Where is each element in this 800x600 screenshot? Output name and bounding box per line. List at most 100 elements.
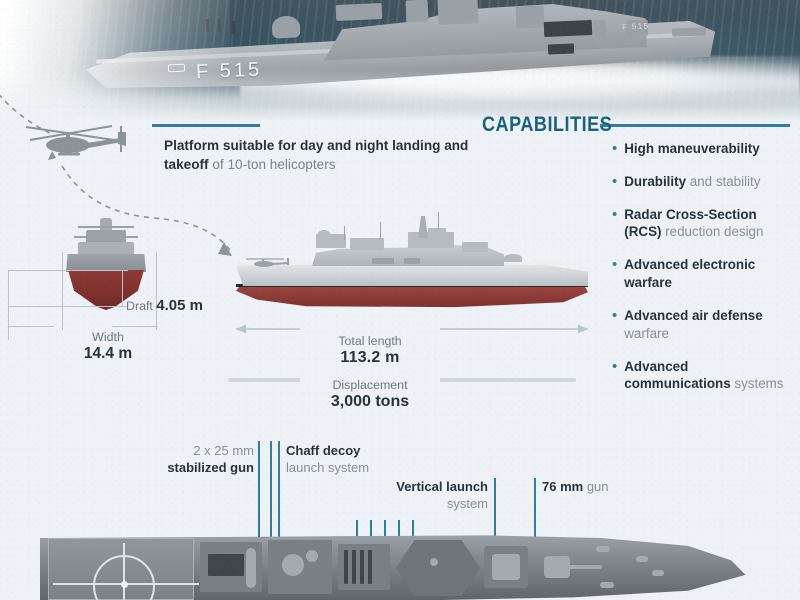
width-right-extension: [62, 252, 64, 330]
side-window-panel-b: [404, 258, 420, 264]
bullet-icon: •: [612, 205, 618, 223]
bullet-icon: •: [612, 172, 618, 190]
capability-rest-2: reduction design: [661, 224, 764, 240]
leader-line-0a: [258, 441, 260, 554]
callout-76mm-gun: 76 mm gun: [542, 478, 652, 495]
platform-note-bold: Platform suitable for day and night land…: [164, 138, 469, 173]
total-length-label-mask: [300, 322, 440, 336]
deck-bow-fitting-a: [636, 556, 648, 562]
hero-photo-frigate-at-sea: F 515 F 515: [0, 0, 800, 120]
bullet-icon: •: [612, 306, 618, 324]
capability-bold-3: Advanced electronic warfare: [624, 257, 756, 291]
side-radar-dome: [318, 230, 330, 238]
side-deckhouse-a: [350, 238, 384, 250]
leader-line-1: [278, 441, 280, 543]
photo-mast-block: [593, 19, 607, 47]
pad-touchdown-circle: [93, 555, 155, 600]
capability-bold-4: Advanced air defense: [624, 307, 763, 323]
side-bridge-top: [428, 228, 446, 236]
draft-label: Draft 4.05 m: [126, 297, 203, 314]
deck-bow-fitting-d: [596, 546, 610, 552]
capabilities-title: CAPABILITIES: [482, 113, 613, 136]
vls-cell-a: [344, 550, 348, 584]
capabilities-heading-rule: [600, 124, 790, 127]
vls-cell-b: [352, 550, 356, 584]
capability-rest-4: warfare: [624, 325, 669, 341]
capability-item-1: • Durability and stability: [612, 173, 790, 191]
deck-bow-fitting-b: [652, 570, 664, 576]
ship-side-profile: [232, 212, 592, 320]
draft-label-text: Draft: [126, 299, 157, 313]
draft-vertical-tick: [122, 270, 124, 307]
deck-bridge-superstructure: [396, 540, 480, 596]
displacement-label-text: Displacement: [332, 378, 408, 392]
capability-bold-2: Radar Cross-Section (RCS): [624, 206, 757, 240]
vls-cell-d: [368, 550, 372, 584]
draft-bottom-guide: [8, 306, 128, 308]
capability-text-3: Advanced electronic warfare: [624, 256, 790, 292]
width-value: 14.4 m: [83, 345, 133, 362]
hull-number-small: F 515: [621, 21, 650, 32]
side-hull-upper: [236, 264, 588, 286]
capability-item-5: • Advanced communications systems: [612, 358, 790, 394]
ship-front-view: [52, 218, 160, 316]
callout-2-line2: system: [446, 496, 488, 512]
width-far-extension: [156, 252, 158, 330]
helicopter-trajectory-path: [0, 94, 232, 256]
deck-plan-top-view: [40, 534, 760, 600]
photo-window-lower: [547, 43, 575, 55]
side-antenna-a: [380, 222, 382, 240]
capability-text-2: Radar Cross-Section (RCS) reduction desi…: [624, 206, 790, 242]
callout-0-line1: 2 x 25 mm: [193, 443, 254, 458]
width-left-extension: [8, 270, 10, 340]
leader-line-0b: [270, 441, 272, 569]
photo-bridge-window: [543, 20, 593, 37]
photo-stern-module: [671, 27, 707, 37]
front-view-lower-house: [78, 242, 134, 256]
deck-funnel-a: [282, 554, 304, 576]
side-gun-turret: [504, 254, 522, 262]
photo-railing-c: [231, 20, 236, 35]
width-label-text: Width: [92, 330, 124, 344]
total-length-label-text: Total length: [338, 334, 402, 348]
callout-vertical-launch: Vertical launch system: [380, 478, 488, 513]
front-view-upper-house: [86, 230, 126, 244]
photo-deck-module-b: [405, 0, 429, 23]
helicopter-landing-pad: [48, 538, 199, 600]
callout-chaff-decoy: Chaff decoy launch system: [286, 442, 396, 477]
deck-bridge-mast: [430, 558, 438, 566]
helicopter-icon: [25, 125, 126, 160]
pad-center-dot: [121, 581, 128, 588]
side-deckhouse-c: [462, 242, 488, 252]
callout-1-line1: Chaff decoy: [286, 443, 361, 458]
side-antenna-c: [438, 212, 440, 230]
capability-bold-0: High maneuverability: [624, 141, 760, 156]
platform-heading-rule: [152, 124, 260, 127]
photo-gun-turret: [271, 15, 301, 39]
capability-text-0: High maneuverability: [624, 140, 759, 158]
leader-line-2: [494, 478, 496, 558]
bullet-icon: •: [612, 256, 618, 274]
photo-deck-module-c: [437, 0, 479, 25]
displacement-label-mask: [300, 374, 440, 386]
deck-mast-base: [246, 548, 256, 588]
side-main-mast: [418, 216, 428, 238]
deck-main-gun-mount: [544, 556, 570, 578]
capability-item-0: • High maneuverability: [612, 140, 790, 158]
leader-line-3: [534, 478, 536, 558]
draft-value: 4.05 m: [156, 297, 203, 314]
capability-text-1: Durability and stability: [624, 173, 760, 191]
photo-bottom-fade: [0, 70, 800, 120]
front-view-yardarm-upper: [78, 226, 134, 228]
callout-3-line2: gun: [583, 479, 609, 494]
deck-hangar-door: [208, 554, 244, 576]
bullet-icon: •: [612, 357, 618, 375]
deck-gun-barrel: [568, 565, 602, 569]
displacement-value: 3,000 tons: [330, 393, 410, 410]
capability-item-2: • Radar Cross-Section (RCS) reduction de…: [612, 206, 790, 242]
capabilities-list: • High maneuverability • Durability and …: [612, 140, 790, 408]
capability-bold-1: Durability: [624, 173, 687, 189]
total-length-value: 113.2 m: [340, 349, 400, 366]
